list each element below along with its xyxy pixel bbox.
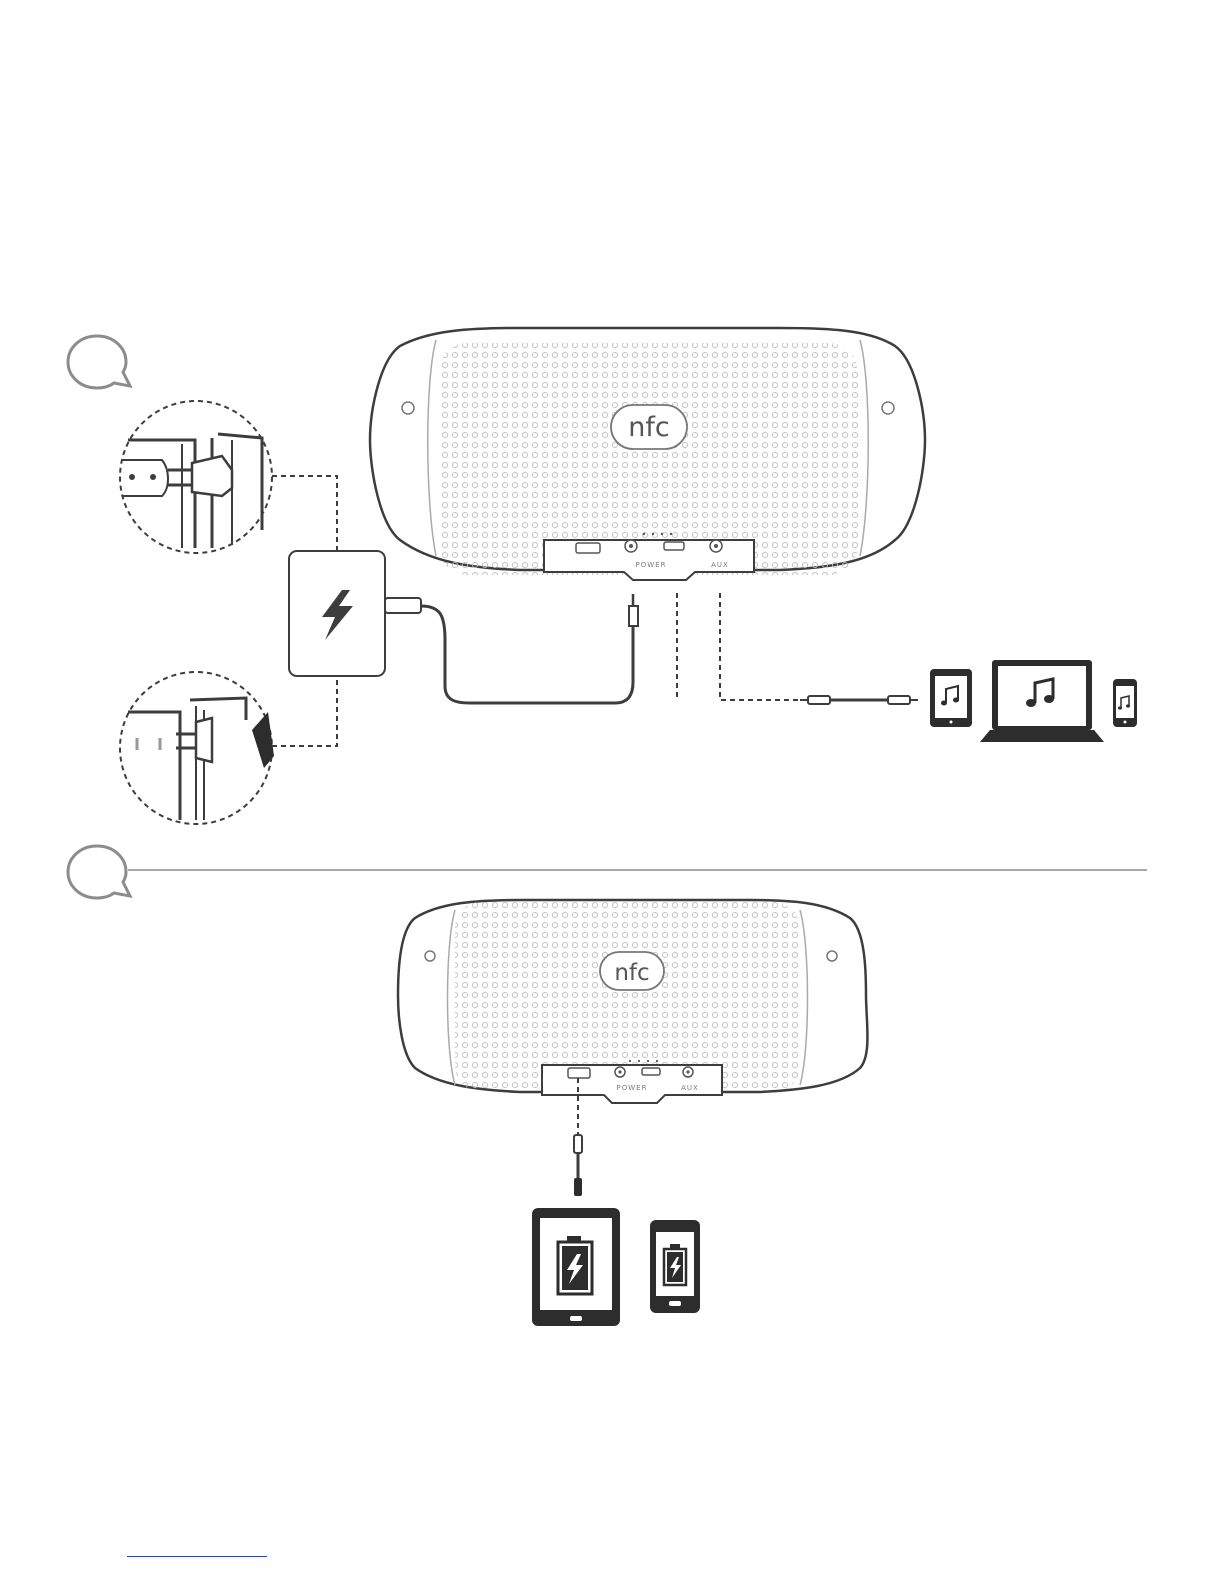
speaker-top: nfc POWER AUX [370, 328, 925, 580]
power-adapter [289, 551, 421, 676]
aux-port-label: AUX [681, 1084, 699, 1092]
charging-tablet [532, 1208, 620, 1326]
phone-device [1113, 679, 1137, 727]
power-port-label: POWER [617, 1084, 648, 1092]
laptop-device [980, 660, 1104, 742]
step-bubble-icon [68, 846, 130, 898]
step-bubble-icon [68, 336, 130, 388]
power-cable [421, 606, 633, 703]
us-wall-outlet [120, 672, 274, 824]
eu-cable-dashed [272, 476, 337, 552]
plug-icon [168, 456, 232, 496]
speaker-bottom: nfc POWER AUX [398, 900, 868, 1103]
battery-icon [664, 1244, 686, 1285]
svg-text:nfc: nfc [628, 412, 669, 443]
aux-cable [800, 696, 918, 704]
eu-wall-outlet [120, 401, 272, 553]
footer-link-underline[interactable] [127, 1556, 267, 1557]
cable-connector [629, 594, 638, 626]
charging-phone [650, 1220, 700, 1313]
aux-port-label: AUX [711, 561, 729, 569]
svg-text:nfc: nfc [614, 960, 649, 986]
nfc-logo: nfc [611, 405, 687, 449]
aux-dashed-line [720, 593, 800, 700]
port-panel: POWER AUX [542, 1060, 722, 1103]
nfc-logo: nfc [600, 952, 664, 990]
tablet-device [930, 669, 972, 727]
power-port-label: POWER [636, 561, 667, 569]
port-panel: POWER AUX [544, 533, 754, 580]
us-cable-dashed [272, 676, 337, 746]
